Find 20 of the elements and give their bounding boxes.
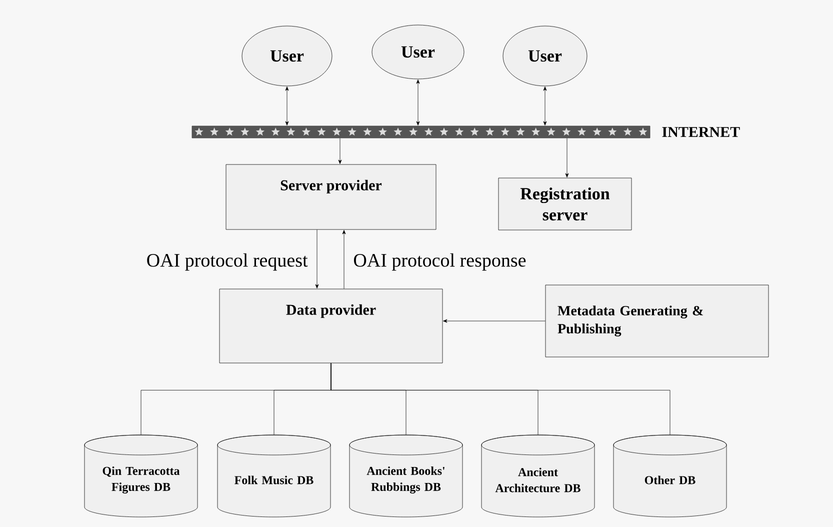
arrow <box>543 86 547 126</box>
process-box: Data provider <box>219 288 443 364</box>
arrow <box>342 230 346 289</box>
database-cylinder: Ancient Architecture DB <box>481 434 595 518</box>
arrow <box>443 319 546 323</box>
arrow <box>315 230 319 288</box>
database-cylinder: Folk Music DB <box>217 434 331 518</box>
arrow <box>416 80 420 126</box>
database-cylinder: Ancient Books' Rubbings DB <box>349 434 463 518</box>
process-box: Server provider <box>226 164 436 230</box>
arrow <box>285 86 289 126</box>
database-cylinder: Other DB <box>613 434 727 518</box>
arrow <box>565 138 569 178</box>
edge-label: OAI protocol response <box>352 252 528 272</box>
process-box: Metadata Generating & Publishing <box>545 284 769 358</box>
database-cylinder: Qin Terracotta Figures DB <box>84 434 198 518</box>
edge-label: OAI protocol request <box>145 252 309 272</box>
process-box: Registration server <box>498 178 632 230</box>
arrow <box>338 138 342 164</box>
network-label: INTERNET <box>662 127 740 137</box>
